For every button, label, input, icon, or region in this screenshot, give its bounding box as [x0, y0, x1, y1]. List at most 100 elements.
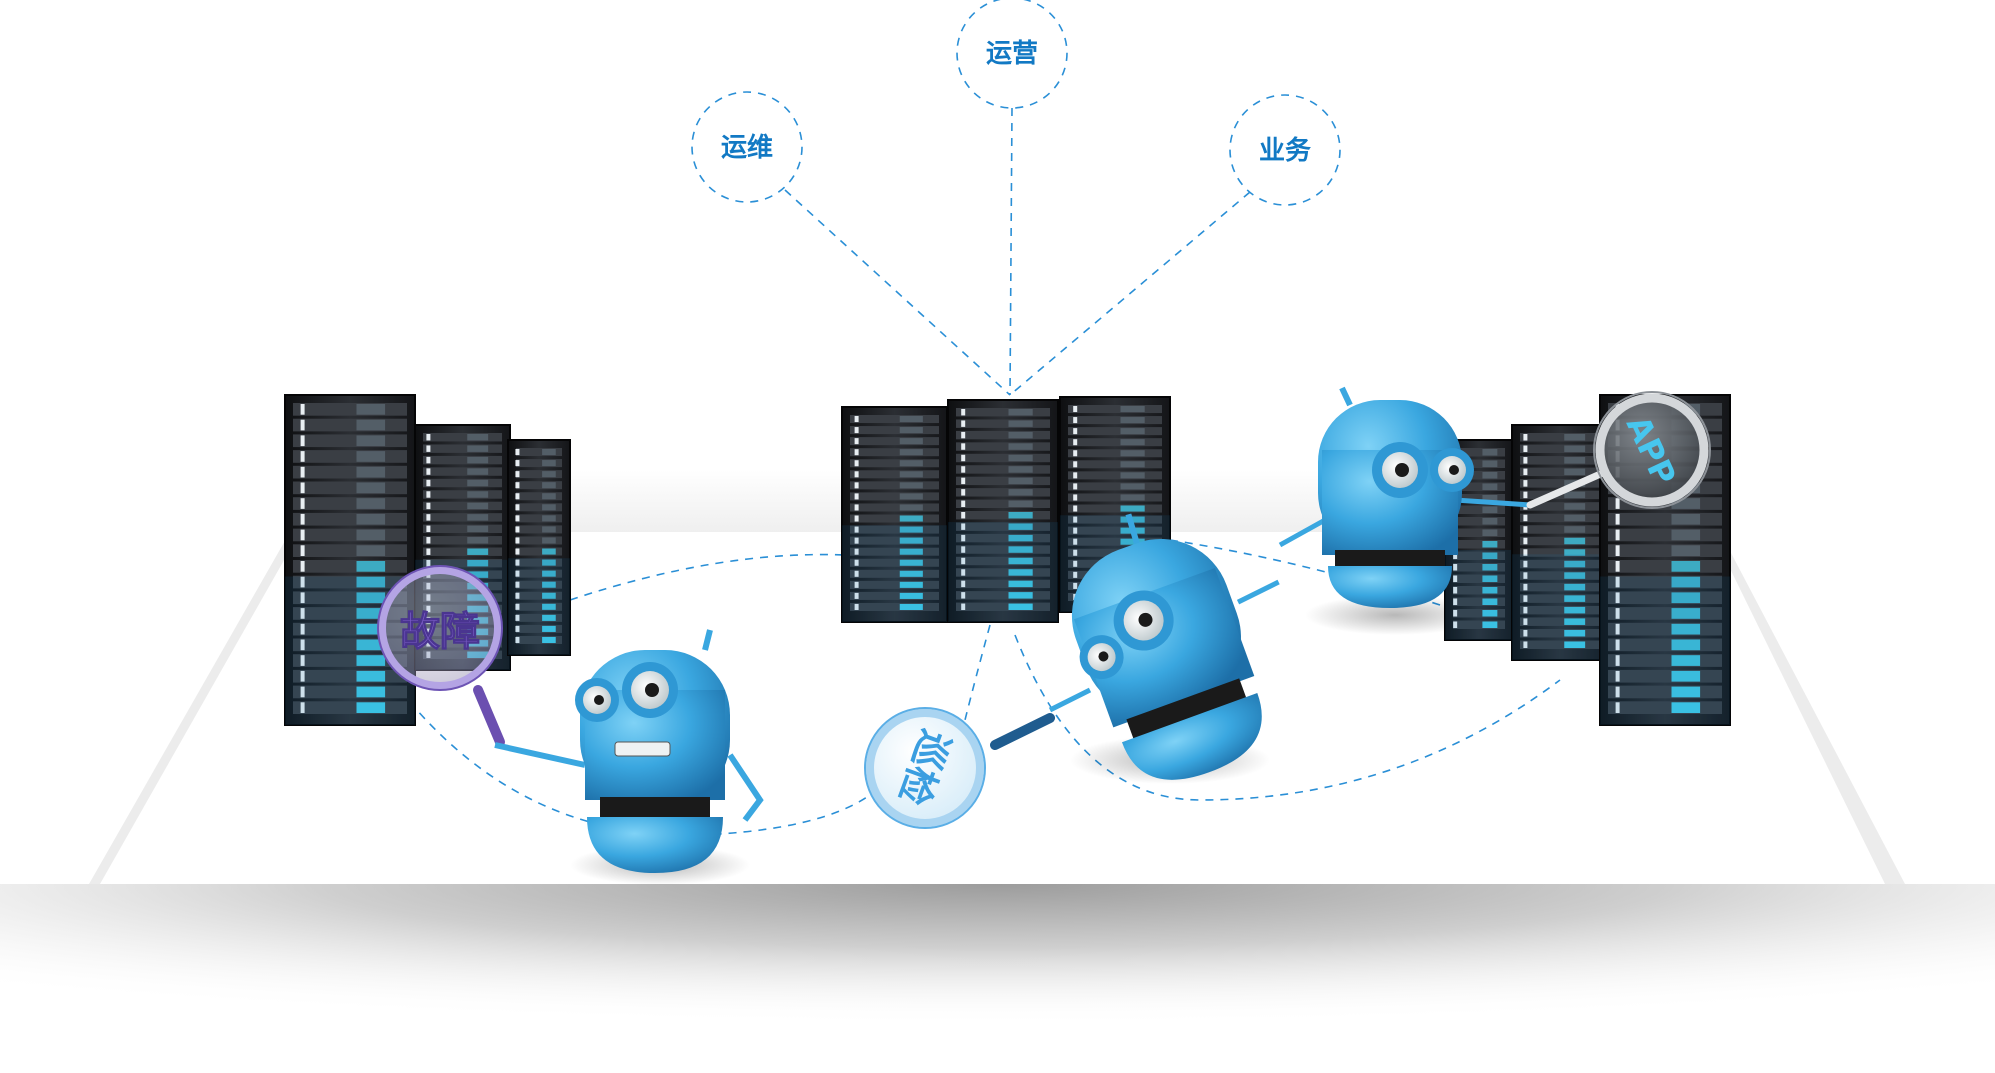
magnifier-fault[interactable]: 故障 [377, 565, 505, 747]
server-led [1564, 595, 1586, 602]
server-unit [423, 501, 502, 511]
server-indicator [1073, 582, 1078, 589]
topic-label-ops: 运维 [721, 132, 773, 163]
server-indicator [1523, 480, 1528, 487]
server-indicator [1615, 623, 1620, 635]
server-led [1008, 443, 1033, 450]
server-indicator [961, 523, 966, 530]
server-indicator [426, 468, 431, 475]
server-indicator [515, 592, 520, 599]
server-led [467, 537, 489, 544]
server-led [1120, 417, 1145, 424]
server-indicator [854, 416, 859, 423]
server-indicator [854, 548, 859, 555]
server-led [356, 561, 386, 572]
server-led [542, 625, 556, 632]
connector-business [1009, 191, 1251, 396]
server-indicator [961, 580, 966, 588]
server-indicator [1523, 572, 1528, 579]
robot-middle [1071, 513, 1280, 780]
server-led [1671, 561, 1701, 572]
server-led [542, 559, 556, 566]
server-unit [293, 481, 407, 495]
server-led [1008, 431, 1033, 439]
server-led [1008, 580, 1033, 588]
server-unit [1068, 482, 1162, 491]
server-led [1564, 629, 1586, 637]
server-led [1120, 428, 1145, 435]
robot-left [494, 629, 764, 873]
server-indicator [1073, 417, 1078, 424]
server-led [356, 435, 386, 447]
server-indicator [1453, 587, 1458, 594]
server-unit [516, 459, 562, 468]
server-indicator [961, 477, 966, 485]
server-unit [850, 492, 939, 501]
server-indicator [515, 559, 520, 566]
platform-shadow [0, 884, 1995, 1073]
server-unit [1520, 628, 1599, 638]
server-led [542, 515, 556, 522]
server-unit [1453, 597, 1505, 606]
server-indicator [854, 471, 859, 478]
server-led [1564, 560, 1586, 568]
server-unit [423, 490, 502, 499]
server-glow [948, 522, 1058, 622]
magnifier-fault-handle [473, 685, 505, 747]
server-unit [1068, 504, 1162, 513]
server-indicator [961, 420, 966, 427]
server-led [542, 614, 556, 621]
server-led [467, 479, 489, 487]
server-led [542, 537, 556, 544]
server-indicator [515, 515, 520, 522]
server-led [1564, 503, 1586, 510]
server-unit [956, 556, 1050, 566]
server-indicator [1523, 595, 1528, 602]
server-indicator [1523, 514, 1528, 522]
server-indicator [515, 537, 520, 544]
server-unit [1520, 502, 1599, 511]
server-unit [1068, 427, 1162, 436]
server-unit [1608, 512, 1722, 526]
topic-bubble-operations[interactable]: 运营 [956, 0, 1068, 109]
server-unit [1068, 537, 1162, 546]
server-led [356, 623, 386, 635]
server-led [542, 603, 556, 610]
server-unit [423, 524, 502, 534]
server-indicator [515, 526, 520, 533]
server-unit [293, 434, 407, 448]
server-led [542, 592, 556, 599]
server-unit [1453, 471, 1505, 480]
server-indicator [300, 655, 305, 666]
server-unit [1520, 617, 1599, 626]
server-led [542, 526, 556, 533]
server-unit [1608, 544, 1722, 557]
server-indicator [1073, 549, 1078, 556]
topic-bubble-ops[interactable]: 运维 [691, 91, 803, 203]
server-indicator [961, 500, 966, 507]
server-indicator [300, 498, 305, 509]
server-led [542, 548, 556, 555]
magnifier-inspection[interactable]: 巡检 [864, 707, 1055, 829]
magnifier-app[interactable]: APP [1526, 391, 1711, 509]
topic-label-business: 业务 [1259, 136, 1311, 166]
server-led [467, 434, 489, 441]
robot-right-shadow [1305, 595, 1485, 635]
server-unit [1453, 620, 1505, 629]
server-led [899, 537, 923, 544]
topic-bubble-business[interactable]: 业务 [1229, 94, 1341, 206]
server-unit [1520, 605, 1599, 615]
server-led [467, 456, 489, 464]
server-unit [516, 514, 562, 523]
server-unit [516, 602, 562, 611]
server-unit [1520, 525, 1599, 534]
server-led [1482, 483, 1498, 490]
server-unit [1453, 551, 1505, 560]
server-unit [1520, 582, 1599, 592]
server-led [467, 548, 489, 555]
robot-middle-arm [1048, 687, 1092, 713]
server-indicator [426, 479, 431, 487]
server-led [1482, 449, 1498, 456]
server-led [1671, 529, 1701, 541]
server-indicator [854, 438, 859, 445]
